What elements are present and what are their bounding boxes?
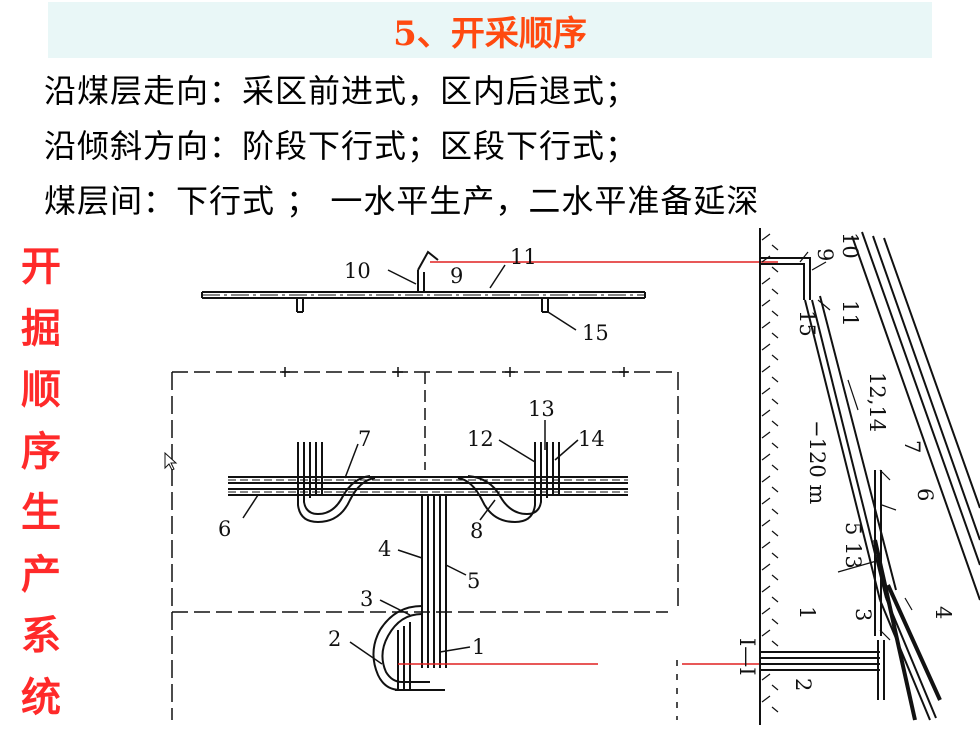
section-label-9: 9: [813, 248, 837, 261]
lower-level-roadway: [760, 640, 885, 700]
side-char: 系: [21, 612, 61, 659]
central-incline: [421, 495, 447, 668]
section-view: [759, 228, 980, 725]
depth-label: −120 m: [805, 420, 829, 504]
section-label-15: 15: [795, 310, 819, 337]
left-loop-roadway: [297, 442, 376, 524]
label-8: 8: [470, 519, 483, 543]
slide-title: 5、开采顺序: [393, 13, 587, 54]
label-9: 9: [450, 264, 463, 288]
leader-lines: [242, 264, 579, 665]
mining-layout-diagram: 10 9 11 15 7 6 13 12 14 8 4 5 3 1 2: [164, 228, 980, 725]
shaft-bottom-loop: [372, 605, 445, 691]
vertical-side-label: 开 掘 顺 序 生 产 系 统: [8, 236, 74, 728]
label-4: 4: [378, 537, 391, 561]
section-labels: 9 10 11 15 12,14 −120 m 7 6 5 13 1 3 4 I…: [735, 232, 955, 691]
section-label-10: 10: [838, 232, 862, 259]
label-5: 5: [467, 569, 480, 593]
label-12: 12: [467, 427, 494, 451]
section-label-6: 6: [913, 488, 937, 501]
plan-view: [164, 250, 679, 720]
section-label-12-14: 12,14: [865, 372, 889, 432]
section-label-11: 11: [838, 300, 862, 327]
label-13: 13: [528, 397, 555, 421]
side-char: 开: [21, 243, 61, 290]
section-label-7: 7: [900, 440, 924, 453]
side-char: 序: [21, 427, 61, 475]
side-char: 生: [21, 489, 61, 536]
label-3: 3: [360, 587, 373, 611]
label-7: 7: [358, 427, 371, 451]
side-char: 顺: [21, 366, 61, 413]
district-boundary: [171, 367, 679, 720]
upper-level-roadway: [201, 250, 646, 313]
label-2: 2: [328, 627, 341, 651]
ground-hatch: [761, 233, 779, 713]
seam-sequence-line: 煤层间：下行式 ； 一水平生产，二水平准备延深: [44, 182, 760, 220]
right-loop-roadway: [457, 442, 560, 524]
section-label-5-13: 5 13: [841, 522, 865, 569]
plan-labels: 10 9 11 15 7 6 13 12 14 8 4 5 3 1 2: [218, 245, 609, 659]
alignment-lines: [398, 261, 778, 665]
label-6: 6: [218, 517, 231, 541]
dip-sequence-line: 沿倾斜方向：阶段下行式；区段下行式；: [44, 127, 639, 165]
section-label-1: 1: [795, 606, 819, 619]
cut-label: I—I: [735, 638, 759, 676]
label-14: 14: [578, 427, 605, 451]
section-drifts: [228, 476, 628, 496]
title-bar: 5、开采顺序: [48, 2, 932, 58]
section-leaders: [799, 251, 913, 641]
coal-seams: [804, 231, 980, 721]
label-11: 11: [510, 245, 537, 269]
strike-sequence-line: 沿煤层走向：采区前进式，区内后退式；: [44, 72, 639, 110]
label-15: 15: [582, 321, 609, 345]
cursor-icon: [164, 451, 178, 471]
section-label-3: 3: [851, 608, 875, 621]
section-label-4: 4: [931, 606, 955, 619]
label-1: 1: [472, 635, 485, 659]
section-label-2: 2: [791, 678, 815, 691]
label-10: 10: [344, 259, 371, 283]
side-char: 统: [21, 673, 61, 721]
side-char: 产: [21, 550, 61, 598]
side-char: 掘: [21, 304, 61, 352]
